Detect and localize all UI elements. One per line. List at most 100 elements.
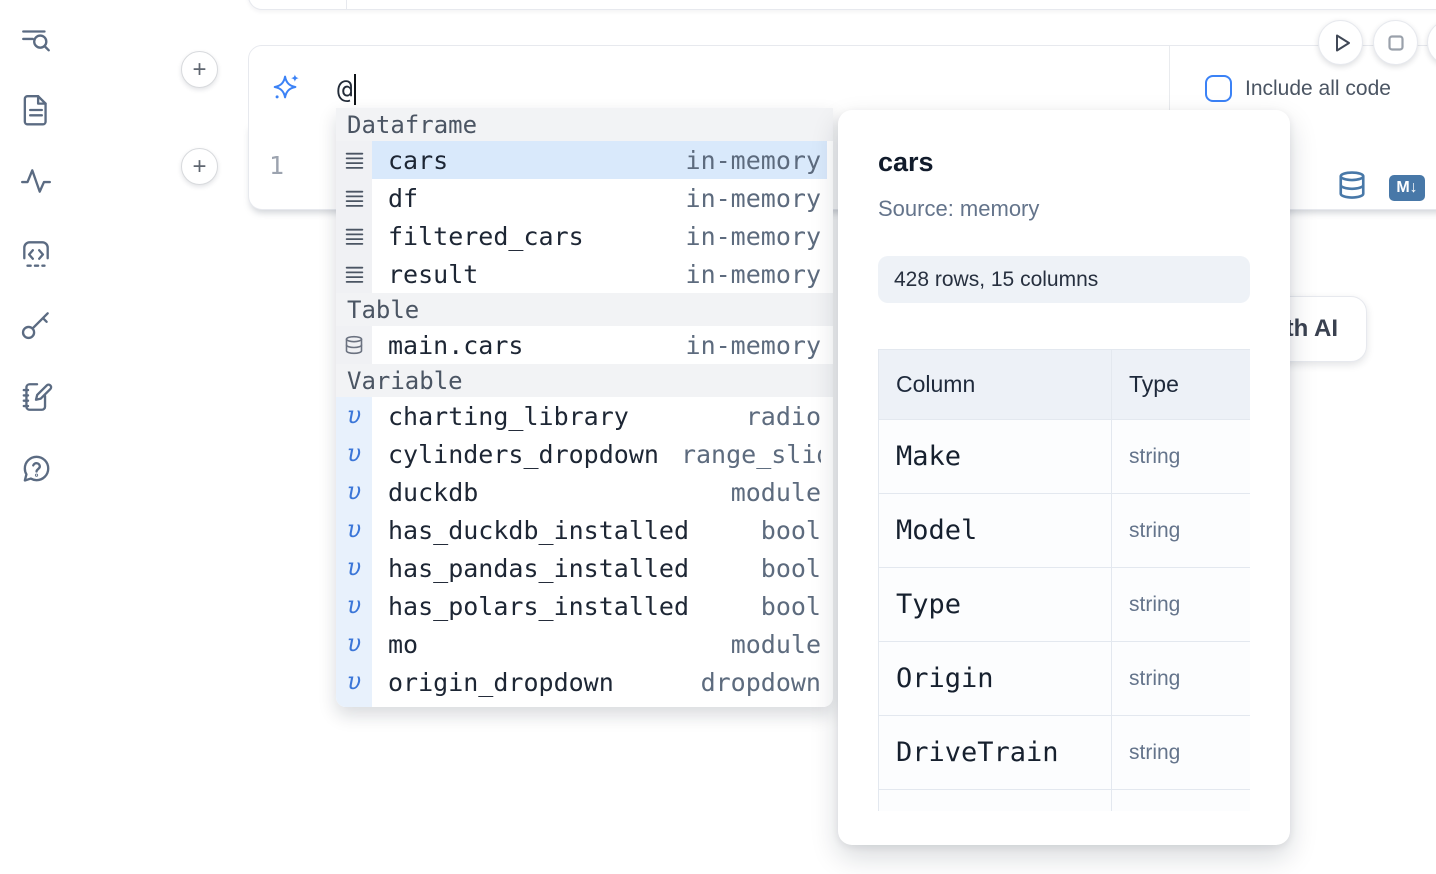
stop-cell-button[interactable] [1373, 20, 1418, 65]
file-explorer-icon [23, 95, 47, 126]
variable-icon: υ [336, 587, 372, 625]
scratchpad-icon [22, 383, 53, 411]
include-all-code-control[interactable]: Include all code [1205, 75, 1391, 102]
add-cell-button-bottom[interactable]: + [181, 148, 218, 185]
autocomplete-item-has_polars_installed[interactable]: υ has_polars_installed bool [336, 587, 833, 625]
completion-name: cars [388, 145, 449, 175]
completion-name: duckdb [388, 477, 479, 507]
variable-icon: υ [336, 511, 372, 549]
dataframe-rows-icon [336, 179, 372, 217]
autocomplete-item-charting_library[interactable]: υ charting_library radio [336, 397, 833, 435]
list-search-icon [22, 30, 50, 52]
sidebar-item-scratchpad[interactable] [18, 379, 54, 415]
variable-icon: υ [336, 397, 372, 435]
autocomplete-item-has_pandas_installed[interactable]: υ has_pandas_installed bool [336, 549, 833, 587]
completion-name: has_polars_installed [388, 591, 690, 621]
schema-header-row: Column Type [878, 349, 1250, 420]
include-all-code-checkbox[interactable] [1205, 75, 1232, 102]
variable-icon: υ [336, 473, 372, 511]
autocomplete-item-result[interactable]: result in-memory [336, 255, 833, 293]
completion-detail: in-memory [685, 330, 821, 360]
plus-icon: + [192, 55, 207, 83]
autocomplete-section-header: Variable [336, 364, 833, 397]
schema-row-partial [878, 789, 1250, 811]
autocomplete-section-header: Dataframe [336, 108, 833, 141]
play-icon [1335, 34, 1350, 51]
autocomplete-item-filtered_cars[interactable]: filtered_cars in-memory [336, 217, 833, 255]
schema-column-type: string [1111, 419, 1250, 494]
dataframe-rows-icon [336, 141, 372, 179]
autocomplete-item-pd[interactable]: υpdmodule [336, 701, 833, 707]
completion-detail: in-memory [685, 221, 821, 251]
completion-name: filtered_cars [388, 221, 584, 251]
plus-icon: + [192, 152, 207, 180]
ai-prompt-input[interactable]: @ [337, 74, 356, 105]
completion-name: pd [388, 706, 440, 708]
schema-column-name: Model [878, 493, 1112, 568]
sidebar-item-activity[interactable] [18, 163, 54, 199]
completion-name: has_pandas_installed [388, 553, 690, 583]
database-icon [336, 326, 372, 364]
completion-name: mo [388, 629, 419, 659]
sidebar-item-list-search[interactable] [18, 22, 54, 58]
completion-detail: dropdown [700, 667, 821, 697]
sidebar-item-snippets[interactable] [18, 236, 54, 272]
sidebar-item-secrets[interactable] [18, 307, 54, 343]
shape-badge: 428 rows, 15 columns [878, 256, 1250, 303]
cell-divider [1169, 46, 1170, 122]
completion-detail: module [730, 477, 821, 507]
completion-detail: module [731, 706, 821, 708]
markdown-convert-icon[interactable]: M↓ [1389, 175, 1425, 201]
sidebar-item-help[interactable] [18, 451, 54, 487]
activity-icon [21, 169, 51, 193]
autocomplete-item-cars[interactable]: cars in-memory [336, 141, 833, 179]
autocomplete-section-header: Table [336, 293, 833, 326]
completion-detail: module [730, 629, 821, 659]
stop-square-icon [1387, 34, 1404, 51]
dataframe-rows-icon [336, 217, 372, 255]
database-icon[interactable] [1337, 170, 1367, 200]
sparkles-icon [273, 74, 299, 99]
completion-detail: in-memory [685, 259, 821, 289]
prompt-value: @ [337, 74, 353, 105]
schema-column-name: DriveTrain [878, 715, 1112, 790]
sidebar-item-file-explorer[interactable] [18, 92, 54, 128]
completion-detail: bool [760, 553, 821, 583]
completion-name: has_duckdb_installed [388, 515, 690, 545]
run-cell-button[interactable] [1318, 20, 1363, 65]
text-cursor [353, 74, 356, 105]
completion-detail: bool [760, 591, 821, 621]
panel-title: cars [878, 147, 934, 177]
add-cell-button-top[interactable]: + [181, 51, 218, 88]
completion-name: charting_library [388, 401, 629, 431]
completion-name: df [388, 183, 419, 213]
line-number: 1 [269, 151, 285, 180]
completion-detail: in-memory [685, 145, 821, 175]
completion-detail: radio [745, 401, 821, 431]
schema-column-name: Origin [878, 641, 1112, 716]
schema-header-column: Column [878, 349, 1112, 420]
schema-column-type: string [1111, 567, 1250, 642]
key-icon [21, 312, 49, 340]
variable-icon: υ [336, 549, 372, 587]
schema-column-type: string [1111, 493, 1250, 568]
help-icon [23, 455, 50, 482]
completion-name: cylinders_dropdown [388, 439, 659, 469]
schema-column-type: string [1111, 715, 1250, 790]
completion-name: result [388, 259, 479, 289]
